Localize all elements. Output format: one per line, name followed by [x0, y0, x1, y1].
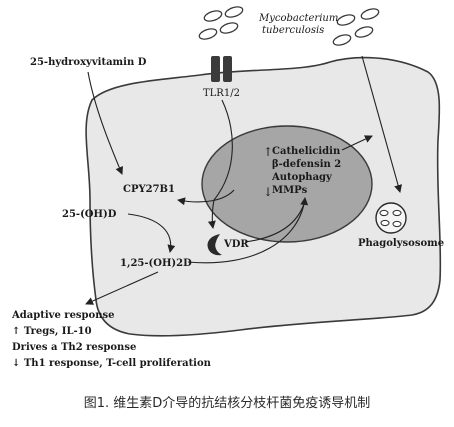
effect-defensin: β-defensin 2	[272, 159, 341, 170]
bacterium-icon	[224, 6, 244, 18]
tlr-label: TLR1/2	[203, 88, 240, 99]
effect-cathelicidin: Cathelicidin	[272, 146, 341, 157]
oh2d-label: 1,25-(OH)2D	[120, 258, 192, 269]
vdr-icon	[207, 234, 222, 256]
arrow-bacteria-to-phagolysosome	[361, 55, 402, 193]
arrow-oh2d-to-nucleus	[187, 197, 309, 264]
bacteria-group	[198, 6, 380, 46]
adaptive-response-title: Adaptive response	[11, 310, 114, 321]
cyp-label: CPY27B1	[123, 184, 175, 195]
phagolysosome-icon	[375, 202, 407, 234]
arrow-tlr-to-cyp	[177, 189, 235, 206]
arrow-vitd-to-cyp	[87, 71, 123, 175]
effect-autophagy: Autophagy	[271, 172, 333, 183]
down-arrow-symbol: ↓	[263, 185, 273, 199]
bacterium-icon	[332, 34, 352, 46]
bacterium-label-line1: Mycobacterium	[258, 13, 338, 24]
arrow-ohd-to-oh2d	[127, 213, 176, 253]
tlr-receptor-icon	[211, 56, 232, 82]
bacterium-icon	[198, 28, 218, 40]
ohd-label: 25-(OH)D	[62, 209, 117, 220]
bacterium-icon	[203, 10, 223, 22]
nucleus	[201, 125, 373, 243]
bacterium-icon	[360, 8, 380, 20]
adaptive-response-tregs: ↑ Tregs, IL-10	[12, 326, 92, 337]
arrow-vdr-to-nucleus	[244, 203, 305, 243]
adaptive-response-th2: Drives a Th2 response	[12, 342, 136, 353]
arrow-nucleus-out	[341, 135, 373, 151]
arrow-tlr-down	[207, 99, 233, 229]
vdr-label: VDR	[223, 239, 249, 250]
bacterium-icon	[336, 14, 356, 26]
phagolysosome-label: Phagolysosome	[358, 238, 444, 249]
bacterium-icon	[354, 26, 374, 38]
adaptive-response-th1: ↓ Th1 response, T-cell proliferation	[12, 358, 212, 369]
bacterium-icon	[219, 22, 239, 34]
up-arrow-symbol: ↑	[263, 145, 273, 159]
effect-mmps: MMPs	[272, 185, 308, 196]
vitamin-d-label: 25-hydroxyvitamin D	[30, 57, 147, 68]
figure-caption: 图1. 维生素D介导的抗结核分枝杆菌免疫诱导机制	[84, 395, 371, 411]
bacterium-label-line2: tuberculosis	[262, 25, 324, 36]
arrow-oh2d-to-adaptive	[85, 271, 159, 305]
